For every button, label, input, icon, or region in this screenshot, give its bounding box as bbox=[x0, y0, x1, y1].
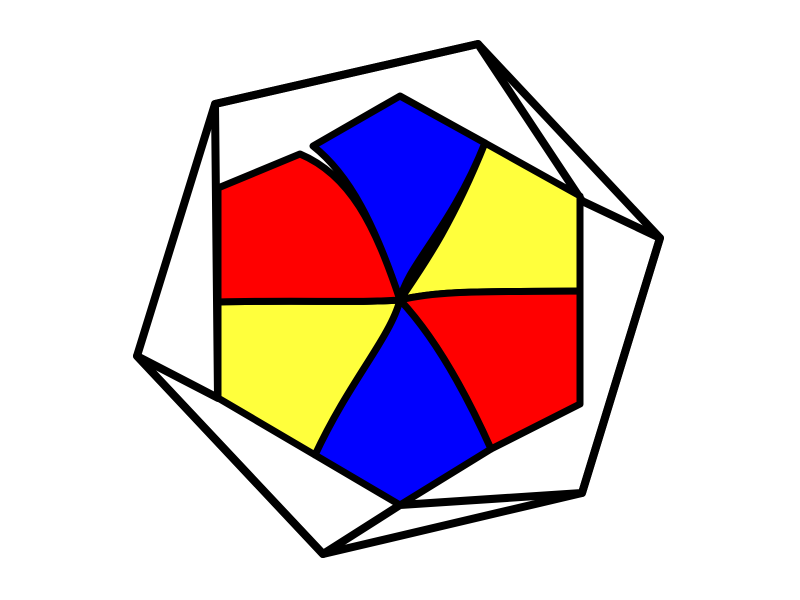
middle-hexagon bbox=[133, 40, 664, 558]
sector-upper-left bbox=[214, 150, 404, 306]
pinwheel-sectors bbox=[214, 92, 584, 509]
